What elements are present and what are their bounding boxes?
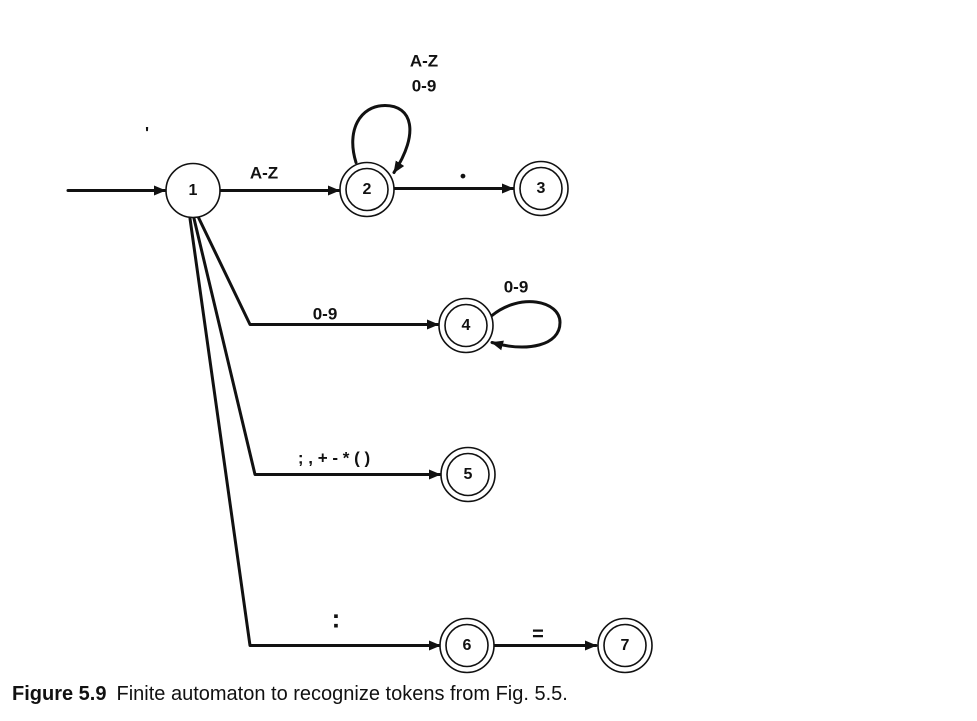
- edge-label-1-to-2: A-Z: [250, 164, 278, 183]
- edge-label-1-to-4: 0-9: [313, 305, 338, 324]
- edge-label-1-to-5: ; , + - * ( ): [298, 449, 370, 468]
- figure-caption: Figure 5.9 Finite automaton to recognize …: [12, 683, 568, 706]
- state-3-label: 3: [537, 180, 546, 197]
- state-4: 4: [438, 297, 494, 354]
- state-7-label: 7: [621, 637, 630, 654]
- edge-1-to-5: [192, 217, 442, 480]
- state-5: 5: [440, 446, 496, 503]
- state-2-label: 2: [363, 181, 372, 198]
- edge-label-2-to-3: •: [460, 167, 466, 186]
- edge-label-2-loop-line2: 0-9: [412, 77, 437, 96]
- stray-mark: ': [145, 124, 149, 143]
- edge-4-self-loop: [490, 300, 562, 351]
- state-1: 1: [165, 162, 221, 219]
- edge-2-self-loop: [351, 104, 412, 174]
- edge-1-to-4: [196, 215, 440, 330]
- state-4-label: 4: [462, 317, 471, 334]
- state-6: 6: [439, 617, 495, 674]
- state-2: 2: [339, 161, 395, 218]
- edge-label-4-loop: 0-9: [504, 278, 529, 297]
- caption-text: Finite automaton to recognize tokens fro…: [116, 683, 568, 705]
- state-6-label: 6: [463, 637, 472, 654]
- figure-number: Figure 5.9: [12, 683, 107, 705]
- state-5-label: 5: [464, 466, 473, 483]
- edge-label-6-to-7: =: [532, 624, 544, 646]
- state-7: 7: [597, 617, 653, 674]
- edge-label-2-loop-line1: A-Z: [410, 52, 438, 71]
- edge-1-to-6: [188, 217, 442, 651]
- state-1-label: 1: [189, 182, 198, 199]
- edge-label-1-to-6: :: [332, 604, 341, 634]
- state-3: 3: [513, 160, 569, 217]
